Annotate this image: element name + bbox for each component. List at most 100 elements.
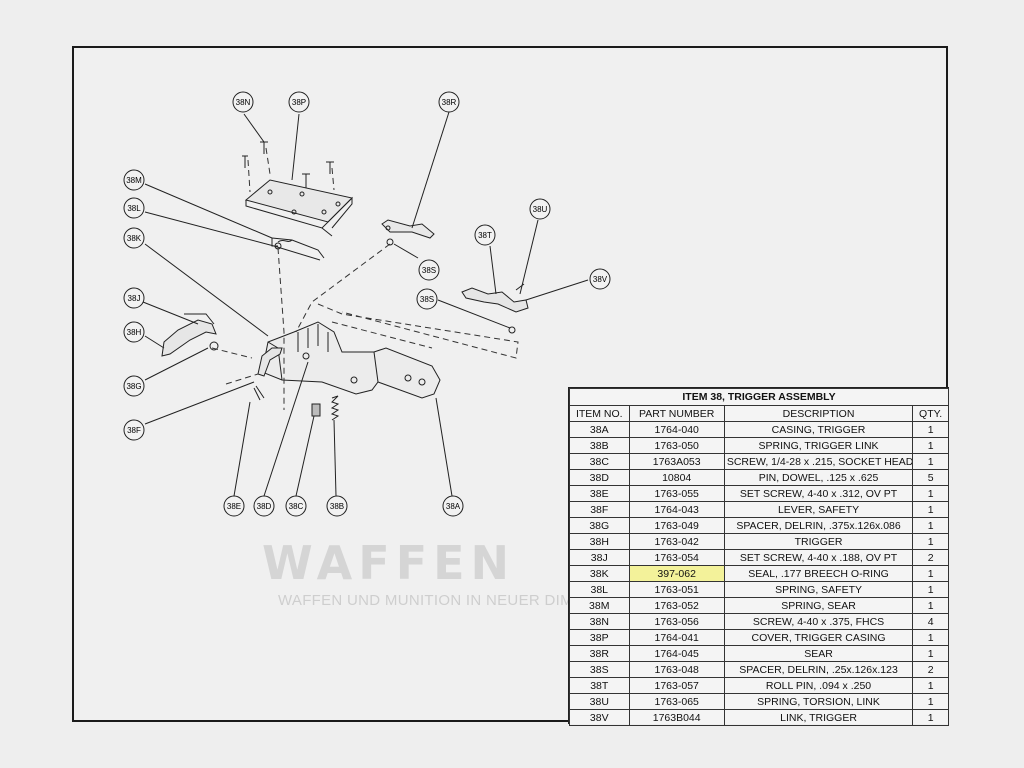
callout-38d: 38D	[253, 495, 275, 517]
item-no-cell: 38S	[569, 661, 630, 678]
description-cell: SPRING, TRIGGER LINK	[723, 437, 914, 454]
item-no-cell: 38N	[569, 613, 630, 630]
parts-list-table: ITEM 38, TRIGGER ASSEMBLY ITEM NO.PART N…	[568, 387, 949, 726]
part-number-cell: 1763-051	[628, 581, 725, 598]
part-number-cell: 1763-054	[628, 549, 725, 566]
safety-lever-part	[257, 347, 283, 377]
callout-text: 38A	[446, 502, 461, 511]
description-cell: SPRING, TORSION, LINK	[723, 693, 914, 710]
callout-38b: 38B	[326, 495, 348, 517]
description-cell: SCREW, 4-40 x .375, FHCS	[723, 613, 914, 630]
item-no-cell: 38B	[569, 437, 630, 454]
part-number-cell: 1764-041	[628, 629, 725, 646]
item-no-cell: 38P	[569, 629, 630, 646]
callout-text: 38T	[478, 231, 492, 240]
description-cell: CASING, TRIGGER	[723, 421, 914, 438]
qty-cell: 2	[912, 549, 949, 566]
callout-38p: 38P	[288, 91, 310, 113]
callout-38r: 38R	[438, 91, 460, 113]
qty-cell: 1	[912, 533, 949, 550]
callout-text: 38N	[236, 98, 251, 107]
qty-cell: 4	[912, 613, 949, 630]
callout-38h: 38H	[123, 321, 145, 343]
callout-text: 38G	[126, 382, 141, 391]
part-number-cell: 1763-055	[628, 485, 725, 502]
cover-trigger-casing-part	[244, 179, 353, 237]
callout-text: 38B	[330, 502, 344, 511]
qty-cell: 1	[912, 581, 949, 598]
description-cell: SEAL, .177 BREECH O-RING	[723, 565, 914, 582]
part-number-cell: 1763-052	[628, 597, 725, 614]
description-cell: SPRING, SAFETY	[723, 581, 914, 598]
item-no-cell: 38A	[569, 421, 630, 438]
part-number-cell: 1764-045	[628, 645, 725, 662]
description-cell: TRIGGER	[723, 533, 914, 550]
qty-cell: 1	[912, 437, 949, 454]
item-no-cell: 38J	[569, 549, 630, 566]
callout-38t: 38T	[474, 224, 496, 246]
callout-text: 38U	[533, 205, 548, 214]
header-part-number: PART NUMBER	[628, 405, 725, 422]
callout-38e: 38E	[223, 495, 245, 517]
callout-38n: 38N	[232, 91, 254, 113]
callout-text: 38D	[257, 502, 272, 511]
callout-38s: 38S	[418, 259, 440, 281]
qty-cell: 1	[912, 677, 949, 694]
description-cell: LINK, TRIGGER	[723, 709, 914, 726]
header-qty: QTY.	[912, 405, 949, 422]
callout-38v: 38V	[589, 268, 611, 290]
description-cell: SEAR	[723, 645, 914, 662]
callout-text: 38F	[127, 426, 141, 435]
description-cell: SPACER, DELRIN, .375x.126x.086	[723, 517, 914, 534]
table-title: ITEM 38, TRIGGER ASSEMBLY	[569, 388, 949, 406]
trigger-part	[161, 313, 217, 357]
description-cell: PIN, DOWEL, .125 x .625	[723, 469, 914, 486]
qty-cell: 1	[912, 485, 949, 502]
qty-cell: 1	[912, 645, 949, 662]
callout-text: 38V	[593, 275, 608, 284]
sear-part	[381, 219, 435, 246]
callout-text: 38C	[289, 502, 304, 511]
part-number-cell: 1763-065	[628, 693, 725, 710]
set-screw-38e-part	[253, 385, 265, 401]
callout-text: 38P	[292, 98, 306, 107]
callout-38l: 38L	[123, 197, 145, 219]
qty-cell: 1	[912, 453, 949, 470]
description-cell: SET SCREW, 4-40 x .188, OV PT	[723, 549, 914, 566]
callout-38u: 38U	[529, 198, 551, 220]
item-no-cell: 38V	[569, 709, 630, 726]
part-number-cell: 1764-043	[628, 501, 725, 518]
qty-cell: 2	[912, 661, 949, 678]
qty-cell: 1	[912, 517, 949, 534]
part-number-cell: 1763B044	[628, 709, 725, 726]
callout-38s: 38S	[416, 288, 438, 310]
part-number-cell: 10804	[628, 469, 725, 486]
callout-text: 38L	[127, 204, 141, 213]
callout-text: 38J	[128, 294, 141, 303]
description-cell: SET SCREW, 4-40 x .312, OV PT	[723, 485, 914, 502]
description-cell: SPACER, DELRIN, .25x.126x.123	[723, 661, 914, 678]
header-item-no: ITEM NO.	[569, 405, 630, 422]
part-number-cell: 1763-042	[628, 533, 725, 550]
callout-text: 38R	[442, 98, 457, 107]
item-no-cell: 38G	[569, 517, 630, 534]
item-no-cell: 38C	[569, 453, 630, 470]
callout-text: 38S	[420, 295, 434, 304]
qty-cell: 1	[912, 597, 949, 614]
part-number-cell: 1763-050	[628, 437, 725, 454]
description-cell: LEVER, SAFETY	[723, 501, 914, 518]
exploded-view-drawing: 38N38P38R38M38L38K38J38H38G38F38T38U38V3…	[123, 91, 611, 517]
part-number-cell: 397-062	[628, 565, 725, 582]
